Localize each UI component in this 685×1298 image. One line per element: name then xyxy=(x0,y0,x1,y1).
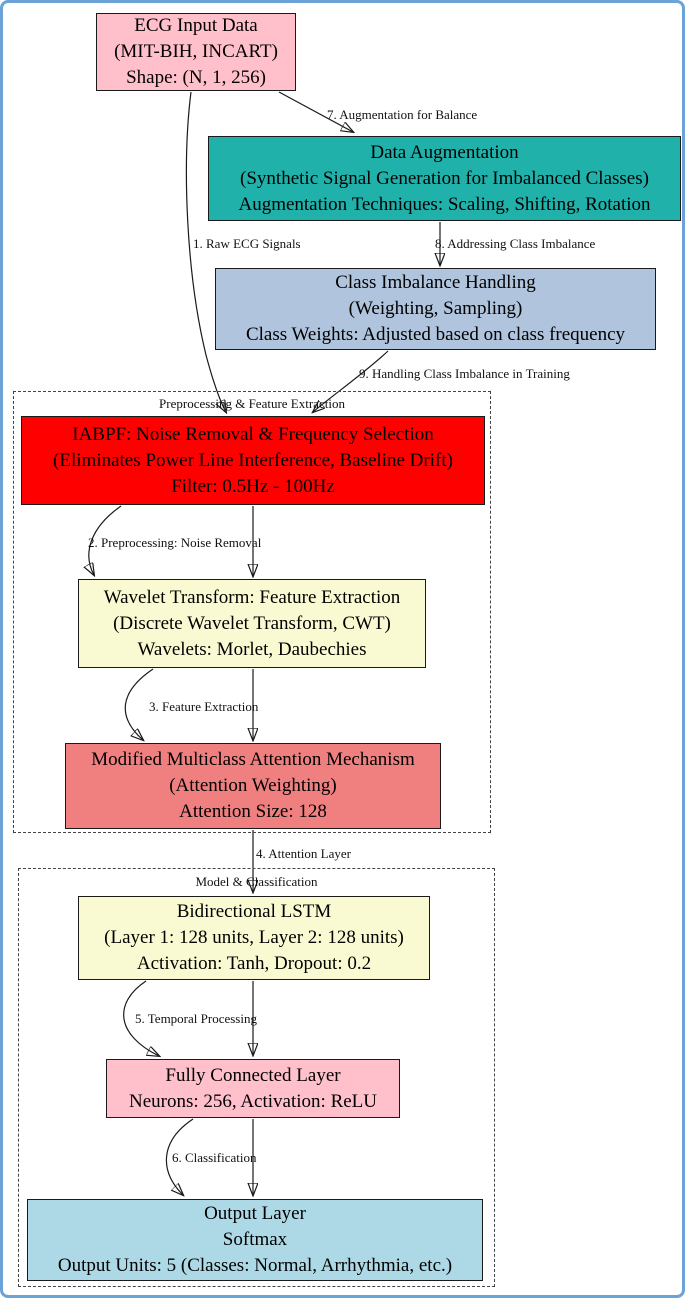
node-text-line: Wavelet Transform: Feature Extraction xyxy=(103,586,401,608)
node-text-line: (Layer 1: 128 units, Layer 2: 128 units) xyxy=(104,927,404,948)
node-text-line: (MIT-BIH, INCART) xyxy=(114,41,278,62)
node-text-line: IABPF: Noise Removal & Frequency Selecti… xyxy=(72,423,434,445)
node-text-line: Neurons: 256, Activation: ReLU xyxy=(128,1090,378,1112)
edge-label-raw-ecg-signals: 1. Raw ECG Signals xyxy=(193,236,301,251)
cluster-preprocessing: Preprocessing & Feature Extraction xyxy=(13,391,491,833)
edge-label-feature-extraction: 3. Feature Extraction xyxy=(149,699,259,714)
edge-label-augmentation-for-balance: 7. Augmentation for Balance xyxy=(327,107,478,122)
edge-label-preprocessing-noise-removal: 2. Preprocessing: Noise Removal xyxy=(88,535,262,550)
cluster-model: Model & Classification xyxy=(18,868,495,1287)
node-text-line: Class Weights: Adjusted based on class f… xyxy=(245,324,626,345)
node-wavelet-transform: Wavelet Transform: Feature Extraction (D… xyxy=(78,579,426,668)
node-output-layer: Output Layer Softmax Output Units: 5 (Cl… xyxy=(27,1199,483,1281)
cluster-preprocessing-label: Preprocessing & Feature Extraction xyxy=(159,396,345,411)
node-text-line: (Synthetic Signal Generation for Imbalan… xyxy=(240,167,649,189)
node-text-line: Activation: Tanh, Dropout: 0.2 xyxy=(136,953,372,974)
node-text-line: ECG Input Data xyxy=(134,15,258,36)
node-text-line: Attention Size: 128 xyxy=(179,801,327,822)
node-text-line: Fully Connected Layer xyxy=(165,1064,341,1086)
node-attention-mechanism: Modified Multiclass Attention Mechanism … xyxy=(65,743,441,829)
node-text-line: Output Layer xyxy=(204,1203,306,1224)
node-text-line: Augmentation Techniques: Scaling, Shifti… xyxy=(238,193,651,215)
edge-label-classification: 6. Classification xyxy=(172,1150,257,1165)
edge-label-addressing-class-imbalance: 8. Addressing Class Imbalance xyxy=(435,236,596,251)
node-text-line: Filter: 0.5Hz - 100Hz xyxy=(171,475,335,497)
node-text-line: Class Imbalance Handling xyxy=(335,272,536,293)
node-text-line: Output Units: 5 (Classes: Normal, Arrhyt… xyxy=(57,1255,453,1276)
node-text-line: (Attention Weighting) xyxy=(169,775,337,796)
node-text-line: Data Augmentation xyxy=(370,141,519,163)
node-data-augmentation: Data Augmentation (Synthetic Signal Gene… xyxy=(208,136,681,221)
node-text-line: (Eliminates Power Line Interference, Bas… xyxy=(53,449,453,471)
node-fully-connected: Fully Connected Layer Neurons: 256, Acti… xyxy=(106,1059,400,1118)
node-text-line: Bidirectional LSTM xyxy=(176,901,332,922)
node-text-line: (Weighting, Sampling) xyxy=(348,298,523,319)
node-text-line: Shape: (N, 1, 256) xyxy=(126,67,266,88)
node-ecg-input: ECG Input Data (MIT-BIH, INCART) Shape: … xyxy=(96,13,296,91)
node-iabpf-filter: IABPF: Noise Removal & Frequency Selecti… xyxy=(21,416,485,505)
edge-label-attention-layer: 4. Attention Layer xyxy=(256,846,351,861)
node-class-imbalance: Class Imbalance Handling (Weighting, Sam… xyxy=(215,268,656,350)
edge-label-temporal-processing: 5. Temporal Processing xyxy=(135,1011,257,1026)
node-text-line: Softmax xyxy=(222,1229,288,1250)
node-text-line: Wavelets: Morlet, Daubechies xyxy=(137,638,367,660)
edge-label-handling-class-imbalance: 9. Handling Class Imbalance in Training xyxy=(359,366,570,381)
node-bidirectional-lstm: Bidirectional LSTM (Layer 1: 128 units, … xyxy=(78,896,430,980)
cluster-model-label: Model & Classification xyxy=(195,874,318,889)
node-text-line: Modified Multiclass Attention Mechanism xyxy=(91,749,415,770)
node-text-line: (Discrete Wavelet Transform, CWT) xyxy=(113,612,391,634)
